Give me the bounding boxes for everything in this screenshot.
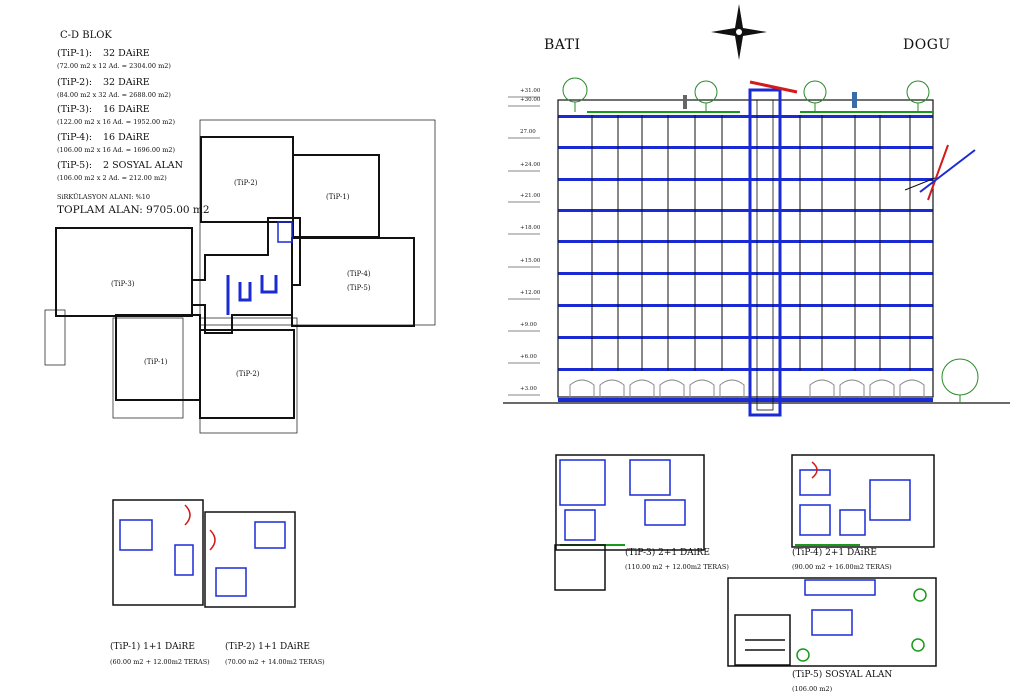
floor-slab (558, 240, 933, 243)
unit-type-5: (TiP-5): (57, 160, 93, 171)
plan-label-tip1-bottom: (TiP-1) (144, 358, 168, 366)
circulation-area: SiRKÜLASYON ALANI: %10 (57, 193, 151, 201)
level-label: +15.00 (520, 258, 541, 264)
parking-arch (659, 379, 685, 398)
caption-tip5-area: (106.00 m2) (792, 685, 833, 693)
caption-tip1-title: (TiP-1) 1+1 DAiRE (110, 642, 195, 652)
plan-tip3 (554, 454, 705, 591)
parking-arch (719, 379, 745, 398)
site-plan (44, 119, 436, 434)
plan-tip4 (791, 454, 935, 548)
unit-calc-1: (72.00 m2 x 12 Ad. = 2304.00 m2) (57, 62, 171, 70)
plan-label-tip1-right: (TiP-1) (326, 193, 350, 201)
parking-arch (809, 379, 835, 398)
unit-count-3: 16 DAiRE (103, 104, 150, 115)
caption-tip1-area: (60.00 m2 + 12.00m2 TERAS) (110, 658, 210, 666)
unit-calc-3: (122.00 m2 x 16 Ad. = 1952.00 m2) (57, 118, 176, 126)
caption-tip3-title: (TiP-3) 2+1 DAiRE (625, 548, 710, 558)
unit-count-4: 16 DAiRE (103, 132, 150, 143)
floor-slab (558, 336, 933, 339)
plan-label-tip5: (TiP-5) (347, 284, 371, 292)
unit-count-2: 32 DAiRE (103, 77, 150, 88)
plan-label-tip2-bottom: (TiP-2) (236, 370, 260, 378)
floor-slab (558, 115, 933, 118)
parking-arch (599, 379, 625, 398)
parking-arch (869, 379, 895, 398)
block-title: C-D BLOK (60, 30, 112, 41)
plan-tip5 (727, 577, 937, 667)
level-label: +18.00 (520, 225, 541, 231)
core-stair-blue (226, 275, 278, 315)
core-shaft (748, 88, 782, 417)
level-label: +30.00 (520, 97, 541, 103)
unit-type-4: (TiP-4): (57, 132, 93, 143)
caption-tip4-title: (TiP-4) 2+1 DAiRE (792, 548, 877, 558)
plan-block-tip4-5 (291, 237, 415, 327)
floor-slab (558, 368, 933, 371)
level-label: +3.00 (520, 386, 537, 392)
unit-calc-4: (106.00 m2 x 16 Ad. = 1696.00 m2) (57, 146, 176, 154)
caption-tip2-title: (TiP-2) 1+1 DAiRE (225, 642, 310, 652)
level-label: +31.00 (520, 88, 541, 94)
plan-label-tip3: (TiP-3) (111, 280, 135, 288)
plan-label-tip2-top: (TiP-2) (234, 179, 258, 187)
parking-arch (569, 379, 595, 398)
plan-tip1-2 (112, 499, 296, 608)
plan-core (191, 217, 301, 334)
site-frame-bottom-left (112, 317, 184, 419)
caption-tip4-area: (90.00 m2 + 16.00m2 TERAS) (792, 563, 892, 571)
level-label: +9.00 (520, 322, 537, 328)
caption-tip3-area: (110.00 m2 + 12.00m2 TERAS) (625, 563, 729, 571)
unit-count-5: 2 SOSYAL ALAN (103, 160, 183, 171)
floor-slab (558, 146, 933, 149)
parking-arches (569, 379, 925, 398)
unit-type-2: (TiP-2): (57, 77, 93, 88)
parking-arch (629, 379, 655, 398)
level-label: +24.00 (520, 162, 541, 168)
direction-west: BATI (544, 37, 581, 53)
total-area: TOPLAM ALAN: 9705.00 m2 (57, 204, 210, 216)
parking-arch (839, 379, 865, 398)
site-frame-left (44, 309, 66, 366)
floor-slabs (558, 115, 933, 371)
floor-slab (558, 209, 933, 212)
level-label: +12.00 (520, 290, 541, 296)
level-label: +6.00 (520, 354, 537, 360)
level-label: +21.00 (520, 193, 541, 199)
unit-type-3: (TiP-3): (57, 104, 93, 115)
parking-arch (899, 379, 925, 398)
plan-core-blue (226, 221, 293, 315)
floor-slab (558, 272, 933, 275)
plan-block-tip2-bottom (199, 329, 295, 419)
level-ticks (508, 96, 540, 396)
level-label: 27.00 (520, 129, 536, 135)
direction-east: DOGU (903, 37, 951, 53)
unit-calc-5: (106.00 m2 x 2 Ad. = 212.00 m2) (57, 174, 167, 182)
unit-calc-2: (84.00 m2 x 32 Ad. = 2688.00 m2) (57, 91, 171, 99)
section-columns (557, 115, 934, 371)
tree-icon (562, 77, 979, 403)
unit-type-1: (TiP-1): (57, 48, 93, 59)
unit-count-1: 32 DAiRE (103, 48, 150, 59)
parking-arch (689, 379, 715, 398)
floor-slab (558, 304, 933, 307)
caption-tip5-title: (TiP-5) SOSYAL ALAN (792, 670, 893, 680)
section-drawing (503, 80, 1010, 417)
floor-slab (558, 178, 933, 181)
north-arrow-icon (711, 4, 767, 60)
plan-label-tip4: (TiP-4) (347, 270, 371, 278)
caption-tip2-area: (70.00 m2 + 14.00m2 TERAS) (225, 658, 325, 666)
core-elevator (277, 221, 293, 243)
plan-block-tip3 (55, 227, 193, 317)
roof-red-line (749, 80, 798, 94)
person-icon (683, 92, 857, 109)
